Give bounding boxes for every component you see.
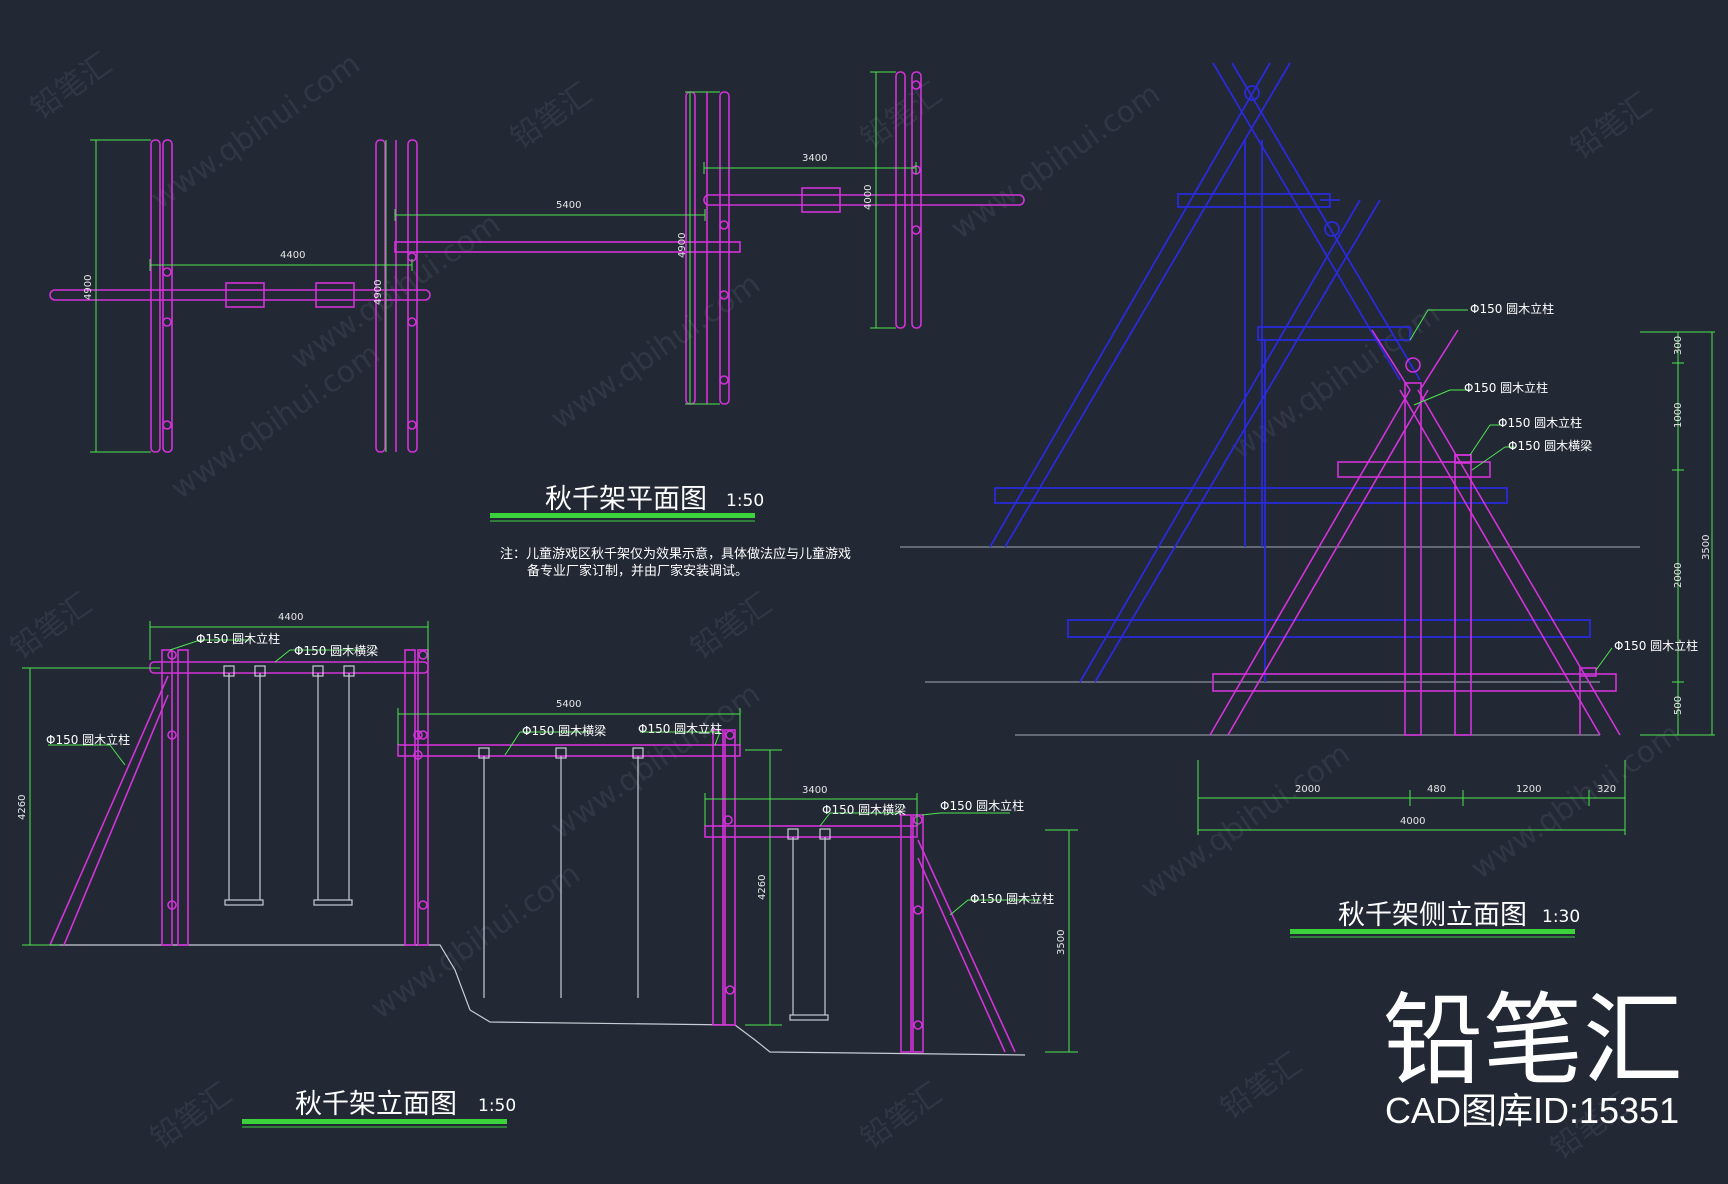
elevation-swings-unit-a [223,665,355,906]
watermark-text: 铅笔汇 [685,586,779,666]
elev-dim-4260-a: 4260 [17,795,28,820]
plan-posts-unit-a [150,139,418,453]
plan-dim-5400: 5400 [556,200,581,211]
plan-dim-4900-c: 4900 [677,233,688,258]
elev-label-beam-c: Φ150 圆木横梁 [822,802,906,817]
elev-dim-3400: 3400 [802,785,827,796]
elevation-view: 4400 4260 5400 3400 4260 3500 Φ150 圆木立柱 … [17,612,1078,1128]
watermark-url: www.qbihui.com [1135,736,1357,906]
watermark-url: www.qbihui.com [1465,716,1687,886]
side-label-column-b: Φ150 圆木立柱 [1464,380,1548,395]
side-dim-2000: 2000 [1295,784,1320,795]
elevation-dimension-lines [22,621,1078,1053]
elevation-swing-unit-c [787,828,831,1021]
side-title: 秋千架侧立面图 [1338,900,1527,931]
elevation-scale: 1:50 [478,1096,516,1116]
watermark-text: 铅笔汇 [145,1076,239,1156]
side-dimension-lines [1197,309,1715,835]
side-ground-lines [900,546,1640,736]
note-line-2: 备专业厂家订制，并由厂家安装调试。 [527,563,748,579]
side-label-column-d: Φ150 圆木立柱 [1614,638,1698,653]
watermark-text: 铅笔汇 [505,76,599,156]
elev-label-column-e: Φ150 圆木立柱 [970,891,1054,906]
elev-dim-5400: 5400 [556,699,581,710]
watermark-text: 铅笔汇 [855,76,949,156]
watermark-url: www.qbihui.com [545,266,767,436]
plan-dim-4900-b: 4900 [373,280,384,305]
watermark-url: www.qbihui.com [145,46,367,216]
elevation-frame-unit-b [397,729,741,1026]
plan-dim-4400: 4400 [280,250,305,261]
watermark-text: 铅笔汇 [855,1076,949,1156]
note-line-1: 注：儿童游戏区秋千架仅为效果示意，具体做法应与儿童游戏 [500,546,851,562]
plan-beam-unit-a [49,282,431,308]
elevation-swings-unit-b [478,747,644,998]
plan-dim-4000: 4000 [863,185,874,210]
elevation-ground-line [50,944,1026,1056]
elevation-frame-unit-c [704,814,1016,1053]
side-dim-320: 320 [1597,784,1616,795]
brand-logo-text: 铅笔汇 [1383,982,1683,1099]
elev-dim-4260-b: 4260 [757,875,768,900]
watermark-text: 铅笔汇 [1565,86,1659,166]
plan-view: 4400 4900 4900 5400 4900 3400 4000 秋千架平面… [49,71,1025,522]
watermark-url: www.qbihui.com [365,856,587,1026]
side-elevation-view: 2000 480 1200 320 4000 300 1000 2000 500… [900,62,1715,938]
elev-dim-4400: 4400 [278,612,303,623]
elevation-title: 秋千架立面图 [295,1089,457,1120]
side-background-frame [989,62,1591,683]
plan-title-underline [490,513,755,518]
side-title-underline [1290,929,1575,934]
side-foreground-frame [1209,329,1621,736]
plan-dim-3400: 3400 [802,153,827,164]
plan-title: 秋千架平面图 [545,484,707,515]
brand-id-text: CAD图库ID:15351 [1385,1090,1679,1131]
watermark-text: 铅笔汇 [25,46,119,126]
side-dim-3500: 3500 [1701,535,1712,560]
watermark-text: 铅笔汇 [1215,1046,1309,1126]
watermark-text: 铅笔汇 [5,586,99,666]
side-label-beam: Φ150 圆木横梁 [1508,438,1592,453]
watermark-url: www.qbihui.com [945,76,1167,246]
side-dim-1200: 1200 [1516,784,1541,795]
elev-label-column-c: Φ150 圆木立柱 [638,721,722,736]
plan-dim-4900-a: 4900 [83,275,94,300]
elev-label-column-d: Φ150 圆木立柱 [940,798,1024,813]
plan-dimension-lines [90,71,917,453]
elev-label-beam-a: Φ150 圆木横梁 [294,643,378,658]
side-label-column-c: Φ150 圆木立柱 [1498,415,1582,430]
elev-dim-3500: 3500 [1056,930,1067,955]
elev-label-column-b: Φ150 圆木立柱 [46,732,130,747]
side-label-column-a: Φ150 圆木立柱 [1470,301,1554,316]
side-dim-4000: 4000 [1400,816,1425,827]
side-scale: 1:30 [1542,907,1580,927]
side-dim-480: 480 [1427,784,1446,795]
watermark-url: www.qbihui.com [1225,296,1447,466]
side-dim-300: 300 [1673,336,1684,355]
side-dim-500: 500 [1673,696,1684,715]
watermark-url: www.qbihui.com [165,336,387,506]
elev-label-beam-b: Φ150 圆木横梁 [522,723,606,738]
side-dim-1000: 1000 [1673,403,1684,428]
elev-label-column-a: Φ150 圆木立柱 [196,631,280,646]
side-dim-2000-v: 2000 [1673,563,1684,588]
elevation-frame-unit-a [49,649,429,946]
elevation-title-underline [242,1119,507,1124]
plan-scale: 1:50 [726,491,764,511]
